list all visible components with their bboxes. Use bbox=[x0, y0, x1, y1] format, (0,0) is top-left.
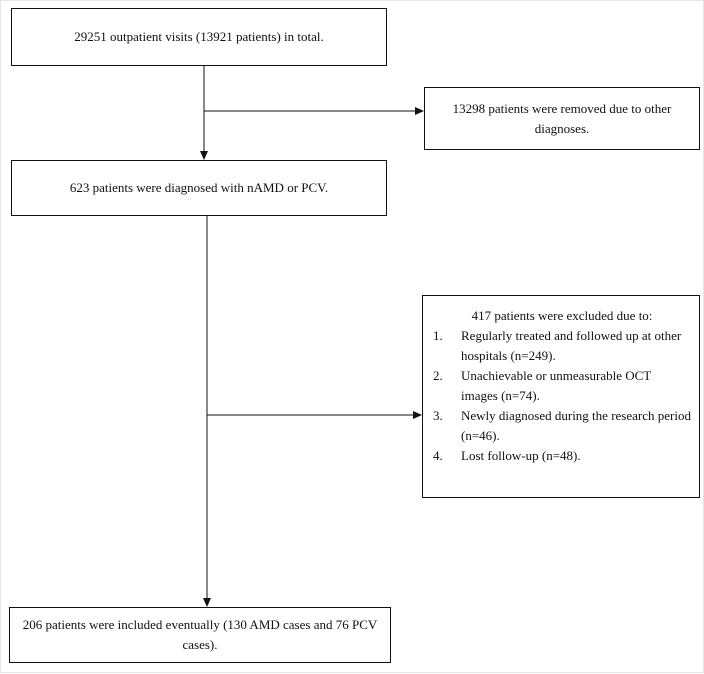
exclusion-list: 1. Regularly treated and followed up at … bbox=[433, 326, 691, 466]
exclusion-text: Lost follow-up (n=48). bbox=[461, 448, 581, 463]
exclusion-item: 1. Regularly treated and followed up at … bbox=[433, 326, 691, 366]
removed-text: 13298 patients were removed due to other… bbox=[452, 100, 672, 136]
excluded-title: 417 patients were excluded due to: bbox=[471, 308, 653, 323]
exclusion-text: Unachievable or unmeasurable OCT images … bbox=[461, 368, 651, 403]
box-included-patients: 206 patients were included eventually (1… bbox=[9, 607, 391, 663]
exclusion-item: 4. Lost follow-up (n=48). bbox=[433, 446, 691, 466]
box-diagnosed-patients: 623 patients were diagnosed with nAMD or… bbox=[11, 160, 387, 216]
box-outpatient-visits: 29251 outpatient visits (13921 patients)… bbox=[11, 8, 387, 66]
exclusion-text: Regularly treated and followed up at oth… bbox=[461, 328, 682, 363]
exclusion-item: 2. Unachievable or unmeasurable OCT imag… bbox=[433, 366, 691, 406]
box-excluded-patients: 417 patients were excluded due to: 1. Re… bbox=[422, 295, 700, 498]
included-text: 206 patients were included eventually (1… bbox=[22, 617, 378, 652]
exclusion-number: 2. bbox=[433, 368, 443, 383]
diagnosed-text: 623 patients were diagnosed with nAMD or… bbox=[69, 180, 329, 195]
exclusion-text: Newly diagnosed during the research peri… bbox=[461, 408, 691, 443]
exclusion-number: 4. bbox=[433, 448, 443, 463]
exclusion-number: 3. bbox=[433, 408, 443, 423]
exclusion-number: 1. bbox=[433, 328, 443, 343]
box-removed-patients: 13298 patients were removed due to other… bbox=[424, 87, 700, 150]
exclusion-item: 3. Newly diagnosed during the research p… bbox=[433, 406, 691, 446]
visits-text: 29251 outpatient visits (13921 patients)… bbox=[74, 29, 324, 44]
